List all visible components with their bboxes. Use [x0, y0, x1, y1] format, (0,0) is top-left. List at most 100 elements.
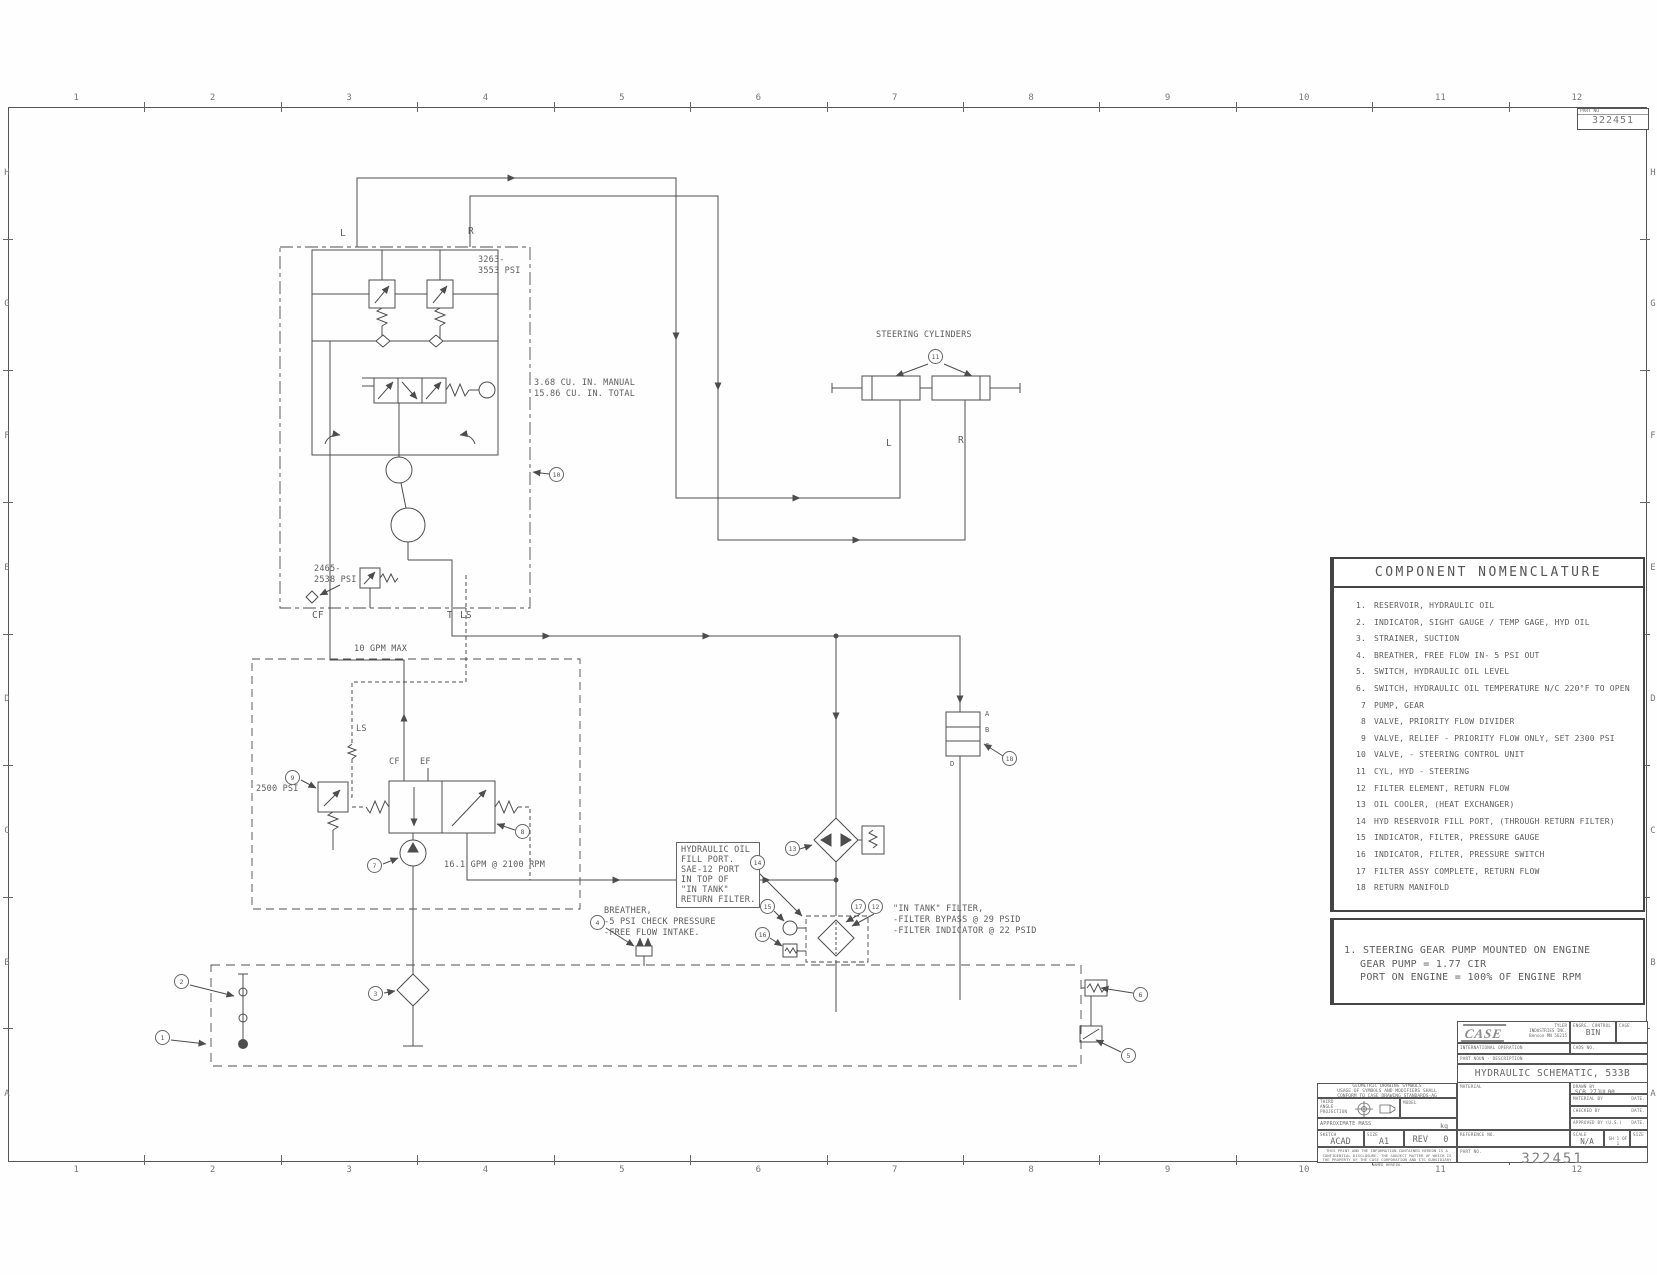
- item-text: VALVE, PRIORITY FLOW DIVIDER: [1374, 717, 1515, 727]
- item-text: BREATHER, FREE FLOW IN- 5 PSI OUT: [1374, 650, 1540, 660]
- grid-col-label: 7: [891, 1165, 898, 1175]
- division-label: INTERNATIONAL OPERATION: [1460, 1045, 1523, 1050]
- item-number: 8: [1360, 717, 1366, 727]
- grid-row-label: A: [4, 1089, 10, 1100]
- grid-row-label: C: [1650, 825, 1656, 836]
- note-line: 1. STEERING GEAR PUMP MOUNTED ON ENGINE: [1344, 945, 1591, 956]
- nomenclature-item: 3.STRAINER, SUCTION: [1346, 631, 1639, 648]
- grid-row-label: E: [1650, 562, 1656, 573]
- item-number: 13: [1355, 800, 1366, 810]
- grid-tick: [3, 1028, 13, 1030]
- item-number: 1.: [1355, 601, 1366, 610]
- grid-row-label: D: [4, 694, 10, 705]
- part-number-box: PART NO 322451: [1577, 108, 1649, 130]
- grid-col-label: 4: [482, 1165, 489, 1175]
- approved-by-cell: APPROVED BY (U.S.) DATE.: [1570, 1118, 1648, 1130]
- scale-label: SCALE: [1573, 1132, 1587, 1137]
- callout-8: 8: [515, 824, 530, 839]
- grid-col-label: 6: [755, 1165, 761, 1175]
- grid-col-label: 1: [73, 93, 79, 103]
- grid-row-label: G: [4, 299, 10, 310]
- size-cell: SIZE A1: [1364, 1130, 1404, 1147]
- cage-cell: CAGE: [1616, 1021, 1648, 1043]
- grid-tick: [1508, 102, 1510, 112]
- material-cell: MATERIAL: [1457, 1082, 1570, 1130]
- geometric-note: GEOMETRIC DRAWING SYMBOLS USAGE OF SYMBO…: [1337, 1084, 1437, 1099]
- grid-col-label: 11: [1434, 1165, 1446, 1175]
- date-label: DATE.: [1631, 1108, 1645, 1113]
- callout-10: 10: [549, 467, 564, 482]
- item-text: STRAINER, SUCTION: [1374, 634, 1460, 644]
- callout-6: 6: [1133, 987, 1148, 1002]
- nomenclature-item: 4.BREATHER, FREE FLOW IN- 5 PSI OUT: [1346, 648, 1639, 665]
- grid-col-label: 6: [755, 93, 761, 103]
- grid-col-label: 10: [1298, 93, 1310, 103]
- item-number: 6.: [1355, 683, 1366, 693]
- grid-tick: [3, 238, 13, 240]
- callout-18: 18: [1002, 751, 1017, 766]
- label-cyl-l: L: [886, 438, 892, 449]
- item-text: RESERVOIR, HYDRAULIC OIL: [1374, 601, 1495, 610]
- grid-tick: [3, 896, 13, 898]
- grid-tick: [962, 1155, 964, 1165]
- grid-tick: [826, 102, 828, 112]
- callout-4: 4: [590, 915, 605, 930]
- grid-row-label: G: [1650, 299, 1656, 310]
- item-text: INDICATOR, FILTER, PRESSURE GAUGE: [1374, 833, 1540, 843]
- item-number: 12: [1355, 783, 1366, 793]
- item-text: CYL, HYD - STEERING: [1374, 766, 1470, 776]
- grid-row-label: F: [4, 431, 10, 442]
- rev-label: REV: [1412, 1135, 1428, 1145]
- label-fill-port: HYDRAULIC OIL FILL PORT. SAE-12 PORT IN …: [676, 842, 761, 908]
- scale-value: N/A: [1580, 1137, 1594, 1146]
- nomenclature-items: 1. RESERVOIR, HYDRAULIC OIL 2.INDICATOR, S…: [1334, 588, 1643, 897]
- callout-7: 7: [367, 858, 382, 873]
- item-number: 17: [1355, 866, 1366, 876]
- grid-col-label: 12: [1571, 1165, 1583, 1175]
- size2-label: SIZE: [1633, 1132, 1644, 1137]
- material-by-cell: MATERIAL BY DATE.: [1570, 1094, 1648, 1106]
- grid-tick: [1640, 501, 1650, 503]
- grid-col-label: 5: [619, 1165, 625, 1175]
- grid-tick: [3, 765, 13, 767]
- item-number: 2.: [1355, 617, 1366, 627]
- grid-col-label: 10: [1298, 1165, 1310, 1175]
- model-label: MODEL: [1403, 1100, 1417, 1105]
- item-text: PUMP, GEAR: [1374, 700, 1425, 710]
- item-number: 18: [1355, 883, 1366, 893]
- confidential-text: THIS PRINT AND THE INFORMATION CONTAINED…: [1322, 1148, 1452, 1167]
- item-number: 7: [1360, 700, 1366, 710]
- grid-tick: [1640, 633, 1650, 635]
- grid-row-label: H: [1650, 167, 1656, 178]
- label-steering-cylinders: STEERING CYLINDERS: [876, 330, 972, 340]
- label-in-tank-filter: "IN TANK" FILTER, -FILTER BYPASS @ 29 PS…: [893, 904, 1037, 936]
- division-cell: INTERNATIONAL OPERATION: [1457, 1043, 1570, 1054]
- grid-row-label: E: [4, 562, 10, 573]
- sketch-label: SKETCH: [1320, 1132, 1337, 1137]
- mass-cell: APPROXIMATE MASS kg: [1317, 1118, 1457, 1130]
- size2-cell: SIZE: [1630, 1130, 1648, 1147]
- item-number: 5.: [1355, 667, 1366, 677]
- drawing-border: [8, 107, 1647, 1162]
- nomenclature-item: 2.INDICATOR, SIGHT GAUGE / TEMP GAGE, HY…: [1346, 615, 1639, 632]
- company-name: TYLER INDUSTRIES INC. Benson MN 56215: [1529, 1023, 1567, 1038]
- grid-col-label: 5: [619, 93, 625, 103]
- material-by-label: MATERIAL BY: [1573, 1096, 1603, 1101]
- grid-row-label: A: [1650, 1089, 1656, 1100]
- drawing-title: HYDRAULIC SCHEMATIC, 533B: [1474, 1068, 1631, 1079]
- confidential-cell: THIS PRINT AND THE INFORMATION CONTAINED…: [1317, 1147, 1457, 1167]
- projection-cell: THIRD ANGLE PROJECTION: [1317, 1098, 1400, 1118]
- grid-row-label: C: [4, 825, 10, 836]
- grid-col-label: 8: [1028, 1165, 1034, 1175]
- grid-tick: [280, 1155, 282, 1165]
- grid-row-label: F: [1650, 431, 1656, 442]
- engrg-control-value: BIN: [1585, 1028, 1601, 1037]
- notes-box: 1. STEERING GEAR PUMP MOUNTED ON ENGINE …: [1330, 918, 1645, 1005]
- checked-by-label: CHECKED BY: [1573, 1108, 1601, 1113]
- cads-label: CADS NO.: [1573, 1045, 1595, 1050]
